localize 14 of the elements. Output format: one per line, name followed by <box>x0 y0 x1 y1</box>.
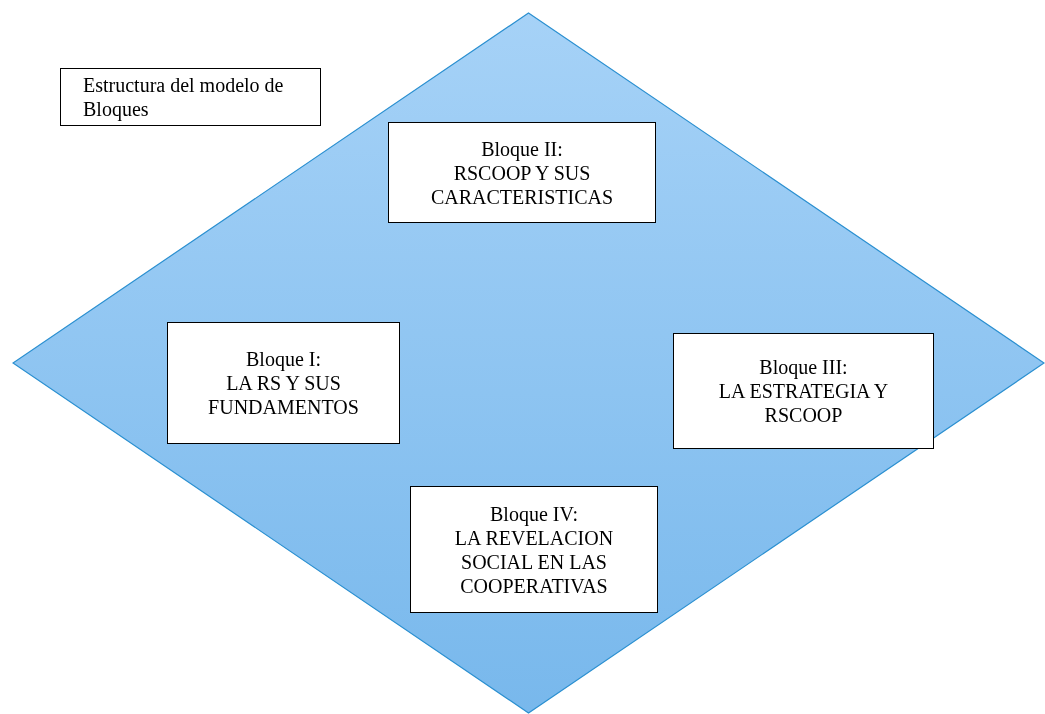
block-heading: Bloque III: <box>759 355 848 379</box>
block-box <box>673 333 934 449</box>
block-box <box>388 122 656 223</box>
block-heading: Bloque IV: <box>490 501 578 526</box>
block-heading: Bloque I: <box>246 347 321 371</box>
block-title: LA ESTRATEGIA Y RSCOOP <box>717 379 890 427</box>
block-title: LA REVELACION SOCIAL EN LAS COOPERATIVAS <box>453 526 615 598</box>
block-title: LA RS Y SUS FUNDAMENTOS <box>207 371 360 419</box>
block-title: RSCOOP Y SUS CARACTERISTICAS <box>429 161 615 209</box>
title-box <box>60 68 321 126</box>
block-box <box>410 486 658 613</box>
block-heading: Bloque II: <box>481 136 563 161</box>
block-box <box>167 322 400 444</box>
box-text: Estructura del modelo de Bloques <box>83 73 285 121</box>
